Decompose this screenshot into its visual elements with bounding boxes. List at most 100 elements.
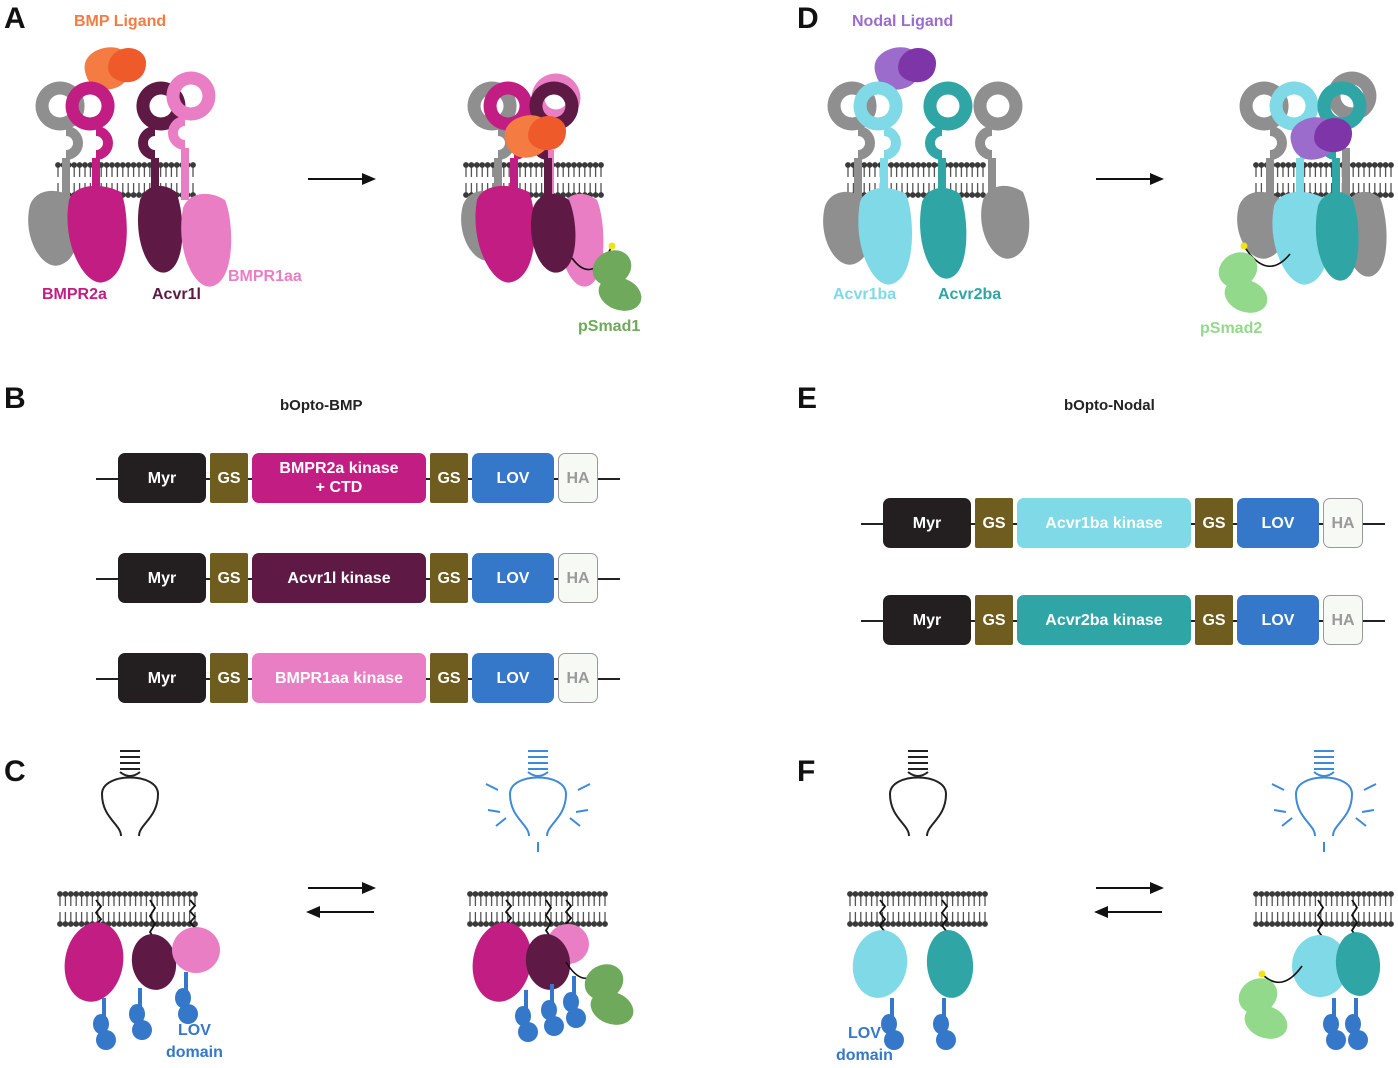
acvr1l-active-kinase-icon [530,193,576,273]
lightbulb-on-c-ray-1 [487,809,501,813]
bmpr2a-receptor-kinase-icon [67,185,127,283]
myr-tether-f1 [878,899,887,933]
bmpr1aa-receptor-ecd-icon [168,116,185,150]
gray-receptor-a2-stalk [494,158,502,197]
acvr1ba-kinase-f [852,930,908,998]
lightbulb-on-f-ray-3 [1361,809,1375,813]
membrane-c [57,891,198,927]
panel-letter-b: B [4,382,26,415]
nodal-phospho-phosphate-icon [1240,242,1248,250]
gray-receptor-d4-stalk [1266,158,1274,198]
acvr1l-receptor-stalk [151,158,159,192]
bmpr2a-active-stalk [510,158,518,192]
acvr1ba-receptor-hook-icon [853,81,903,131]
psmad2-f-lobe-2 [1244,1005,1288,1039]
lov-f1-lobe-1 [881,1014,897,1034]
bmpr2a-kinase-c2 [472,922,532,1002]
lightbulb-on-f-ray-4 [1281,817,1293,827]
bmp-ligand-label: BMP Ligand [74,13,167,30]
lov-c1-lobe-2 [96,1030,116,1050]
acvr1ba-receptor-ecd-icon [884,126,901,160]
gs-linker: GS [430,453,468,503]
kinase-domain: BMPR1aa kinase [252,653,426,703]
psmad2-f-lobe-1 [1238,978,1278,1014]
lightbulb-on-f-ray-1 [1273,809,1287,813]
lightbulb-on-f-ray-5 [1355,817,1367,827]
acvr1ba-active-kinase-icon [1272,191,1330,285]
nodal-ligand-b-icon [898,47,936,83]
lightbulb-on-c-ray-5 [569,817,581,827]
lov-c2-lobe-1 [129,1004,145,1024]
lov-f1-linker [890,998,894,1018]
acvr2ba-kinase-f [926,930,974,998]
nodal-phospho-tether [1243,245,1291,268]
nodal-phospho-f-tether [1261,965,1303,984]
myr-tether-c3 [188,899,197,929]
membrane-d2 [1253,162,1394,198]
arrow-a-head-icon [362,173,376,185]
lightbulb-on-f-icon [1294,776,1354,837]
acvr1l-kinase-c [131,934,177,990]
bmpr2a-receptor-hook-icon [65,81,115,131]
gs-linker: GS [975,498,1013,548]
acvr1ba-kinase-f2 [1292,935,1348,997]
myr-domain: Myr [118,453,206,503]
psmad1-c-lobe-2 [590,991,634,1025]
myr-domain: Myr [883,595,971,645]
gray-receptor-a1-ecd-icon [66,126,83,160]
acvr2ba-receptor-ecd-icon [925,126,942,160]
acvr1ba-receptor-stalk [880,158,888,194]
nodal-phospho-f-phosphate-icon [1258,970,1266,978]
gs-linker: GS [430,553,468,603]
lov-c5-lobe-1 [541,1000,557,1020]
psmad2-label: pSmad2 [1200,320,1263,337]
bmpr1aa-kinase-c [172,927,220,973]
bmp-phospho-phosphate-icon [608,242,616,250]
kinase-domain: Acvr1ba kinase [1017,498,1191,548]
bopto-nodal-title: bOpto-Nodal [1064,397,1155,414]
gs-linker: GS [1195,498,1233,548]
arrow-c-back-head-icon [306,906,320,918]
gray-receptor-a1-stalk [62,158,70,197]
ha-tag: HA [558,453,598,503]
panel-letter-a: A [4,2,26,35]
myr-domain: Myr [118,553,206,603]
nodal-ligand-bound-b-icon [1314,117,1352,153]
bmpr1aa-receptor-kinase-icon [181,193,232,287]
lov-f4-linker [1354,998,1358,1018]
lov-f3-lobe-2 [1326,1030,1346,1050]
kinase-domain: BMPR2a kinase + CTD [252,453,426,503]
lightbulb-on-c-ray-0 [485,783,499,791]
lov-c4-linker [524,990,528,1010]
lov-c3-lobe-1 [175,988,191,1008]
lightbulb-on-c-base [527,771,549,777]
lov-c1-linker [102,998,106,1018]
acvr1l-label: Acvr1l [152,286,201,303]
bmp-ligand-bound-b-icon [528,115,566,151]
acvr2ba-label: Acvr2ba [938,286,1002,303]
psmad1-c-lobe-1 [584,964,624,1000]
lov-f1-lobe-2 [884,1030,904,1050]
lov-domain: LOV [472,553,554,603]
panel-letter-e: E [797,382,818,415]
gs-linker: GS [430,653,468,703]
myr-domain: Myr [883,498,971,548]
lov-c3-linker [184,972,188,992]
lov-f2-lobe-2 [936,1030,956,1050]
myr-tether-f3 [1316,899,1325,939]
arrow-d-head-icon [1150,173,1164,185]
gray-receptor-d2-ecd-icon [858,126,875,160]
bmpr2a-receptor-ecd-icon [96,126,113,160]
acvr2ba-receptor-kinase-icon [920,187,967,279]
lov-c6-lobe-2 [566,1008,586,1028]
panel-letter-f: F [797,755,816,788]
acvr1l-receptor-kinase-icon [137,185,183,273]
gray-receptor-d3-stalk [1342,148,1350,198]
lightbulb-on-c-ray-4 [495,817,507,827]
membrane-f2 [1253,891,1394,927]
lov-c2-linker [138,988,142,1008]
ha-tag: HA [558,553,598,603]
acvr1l-receptor-ecd-icon [138,126,155,160]
